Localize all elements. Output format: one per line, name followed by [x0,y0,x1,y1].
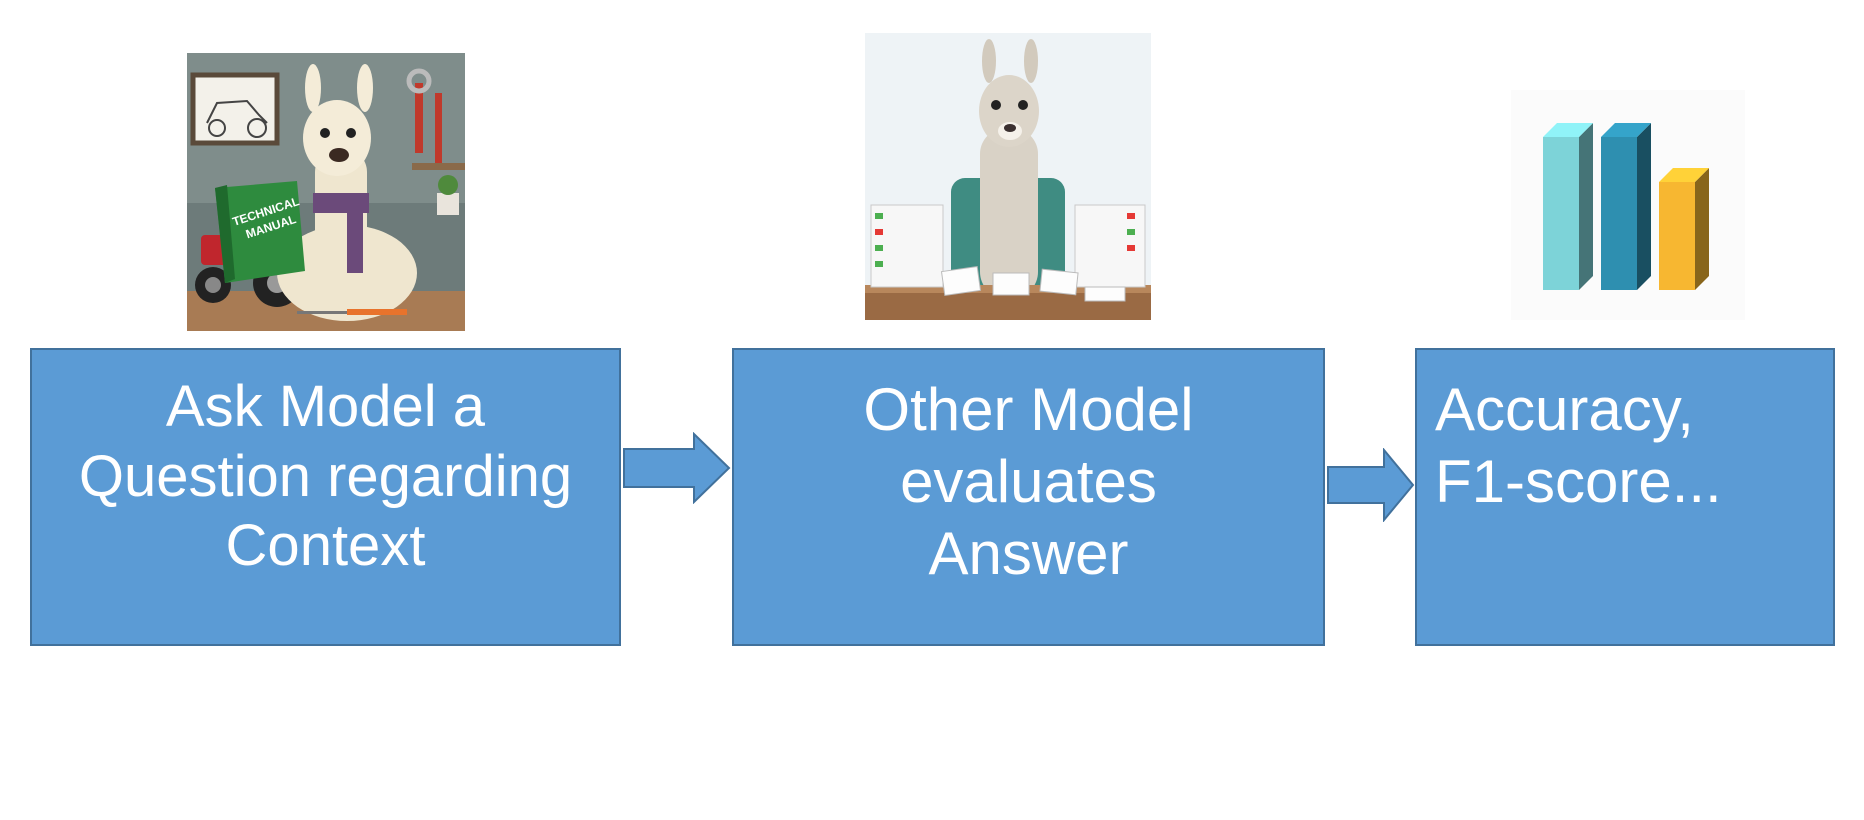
arrow-right-icon [1326,448,1416,522]
chart-icon-bar [1543,123,1593,290]
llama-reading-manual-illustration: TECHNICAL MANUAL [187,53,465,331]
step-2-line-1: Other Model [863,376,1194,443]
step-2-line-3: Answer [928,520,1129,587]
step-ask-question-box: Ask Model a Question regarding Context [30,348,621,646]
step-2-line-2: evaluates [900,448,1157,515]
step-3-line-1: Accuracy, [1435,376,1694,443]
arrow-right-icon [622,432,732,504]
step-1-line-2: Question regarding [78,443,573,509]
step-1-line-3: Context [225,513,426,579]
chart-icon-bar [1601,123,1651,290]
chart-icon-bar [1659,168,1709,290]
llama-evaluator-illustration [865,33,1151,320]
bar-chart-icon [1511,90,1745,320]
step-metrics-box: Accuracy, F1-score... [1415,348,1835,646]
step-evaluate-answer-box: Other Model evaluates Answer [732,348,1325,646]
step-3-line-2: F1-score... [1435,448,1722,515]
step-1-line-1: Ask Model a [165,374,486,439]
